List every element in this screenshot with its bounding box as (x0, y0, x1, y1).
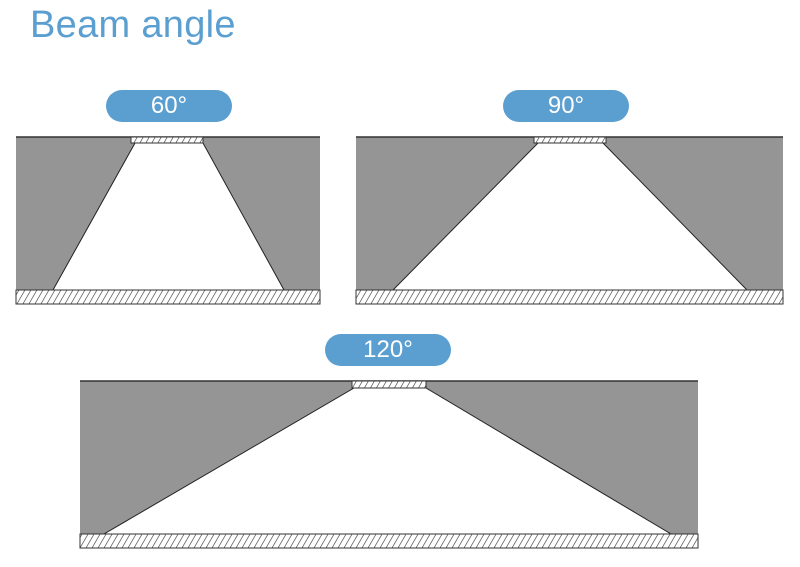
angle-badge-120: 120° (325, 334, 451, 366)
page-title: Beam angle (30, 4, 236, 46)
light-fixture (130, 136, 204, 144)
floor-hatch (15, 289, 321, 305)
angle-badge-90: 90° (503, 90, 629, 122)
angle-badge-60: 60° (106, 90, 232, 122)
beam-panel-60 (15, 136, 321, 305)
floor-hatch (355, 289, 784, 305)
floor-hatch (79, 533, 699, 549)
beam-panel-90 (355, 136, 784, 305)
beam-panel-120 (79, 380, 699, 549)
light-fixture (533, 136, 607, 144)
light-fixture (351, 380, 427, 389)
